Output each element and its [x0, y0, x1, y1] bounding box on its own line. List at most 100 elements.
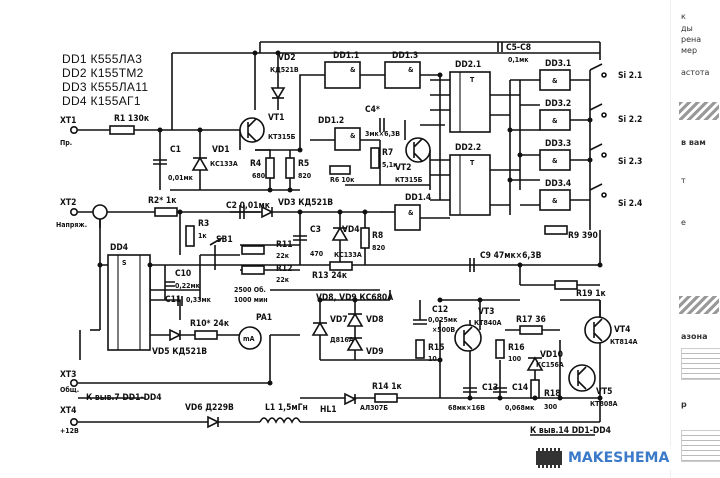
svg-text:VT5: VT5 [596, 387, 612, 397]
flipflop-dd2-2: T DD2.2 [449, 143, 491, 216]
svg-text:C2 0,01мк: C2 0,01мк [226, 201, 271, 211]
svg-text:820: 820 [298, 172, 312, 180]
svg-text:470: 470 [310, 250, 324, 258]
svg-text:КТ814А: КТ814А [610, 338, 638, 346]
svg-text:&: & [552, 157, 558, 165]
gate-dd1-3: & DD1.3 [384, 51, 421, 89]
svg-text:L1 1,5мГн: L1 1,5мГн [265, 403, 308, 413]
svg-text:22к: 22к [276, 276, 290, 284]
svg-text:HL1: HL1 [320, 405, 337, 415]
svg-text:T: T [470, 76, 475, 84]
resistor-r10: R10* 24к [190, 319, 230, 340]
svg-text:300: 300 [544, 403, 558, 411]
sidebar-thumbnail[interactable] [681, 430, 720, 462]
zener-vd9: VD9 [346, 336, 384, 357]
svg-text:68мк×16В: 68мк×16В [448, 404, 485, 412]
capacitor-c1: C1 0,01мк [153, 145, 194, 182]
sidebar-heading[interactable]: в вам [681, 138, 706, 147]
svg-text:5,1к: 5,1к [382, 161, 398, 169]
svg-text:680: 680 [252, 172, 266, 180]
svg-text:C13: C13 [482, 383, 498, 393]
svg-text:R12: R12 [276, 264, 293, 274]
switch-label: Si 2.4 [618, 199, 642, 209]
svg-text:100: 100 [508, 355, 522, 363]
svg-text:XT1: XT1 [60, 116, 76, 126]
svg-text:C10: C10 [175, 269, 191, 279]
svg-text:C5-C8: C5-C8 [506, 43, 531, 53]
svg-text:Пр.: Пр. [60, 139, 72, 147]
resistor-r14: R14 1к [372, 382, 403, 403]
capacitor-c11: C11 0,33мк [165, 295, 212, 306]
svg-text:C12: C12 [432, 305, 448, 315]
gate-dd1-1: & DD1.1 [324, 51, 361, 89]
svg-text:R10* 24к: R10* 24к [190, 319, 230, 329]
resistor-r3: R3 1к [185, 219, 209, 247]
terminal-xt4: XT4 +12В [60, 406, 79, 435]
capacitor-c3: C3 470 [293, 225, 324, 258]
gate-dd3-4: & DD3.4 [539, 179, 571, 211]
svg-text:DD3.1: DD3.1 [545, 59, 571, 69]
svg-text:&: & [408, 66, 414, 74]
svg-text:3мк×6,3В: 3мк×6,3В [365, 130, 400, 138]
svg-text:0,01мк: 0,01мк [168, 174, 194, 182]
svg-text:C14: C14 [512, 383, 528, 393]
svg-text:VD8: VD8 [366, 315, 384, 325]
resistor-r5: R5 820 [285, 157, 312, 180]
svg-text:XT3: XT3 [60, 370, 76, 380]
svg-text:0,025мк: 0,025мк [428, 316, 458, 324]
svg-text:1к: 1к [198, 232, 207, 240]
svg-text:T: T [470, 159, 475, 167]
svg-text:R9 390: R9 390 [568, 231, 598, 241]
diode-vd2: VD2 КД521В [270, 53, 299, 100]
svg-text:КД521В: КД521В [270, 66, 299, 74]
sidebar-divider [679, 102, 719, 120]
svg-text:PA1: PA1 [256, 313, 272, 323]
gate-dd1-4: & DD1.4 [394, 193, 431, 231]
svg-text:2500 Об.: 2500 Об. [234, 286, 266, 294]
chip-logo-icon [536, 448, 562, 468]
svg-text:КТ840А: КТ840А [474, 319, 502, 327]
test-point [92, 204, 108, 228]
svg-text:R5: R5 [298, 159, 309, 169]
switch-sb1: SB1 2500 Об. 1000 мин [209, 235, 268, 304]
resistor-r17: R17 36 [516, 315, 546, 335]
resistor-r7: R7 5,1к [370, 147, 398, 169]
sidebar-thumbnail[interactable] [681, 348, 720, 380]
svg-text:R3: R3 [198, 219, 209, 229]
svg-text:R6 10к: R6 10к [330, 176, 355, 184]
svg-text:&: & [552, 197, 558, 205]
sidebar-heading[interactable]: азона [681, 332, 708, 341]
svg-text:&: & [408, 209, 414, 217]
svg-text:КТ315Б: КТ315Б [395, 176, 423, 184]
bus-note-right: К выв.14 DD1-DD4 [530, 426, 611, 436]
svg-text:R4: R4 [250, 159, 261, 169]
gate-dd3-2: & DD3.2 [539, 99, 571, 131]
svg-text:XT4: XT4 [60, 406, 76, 416]
capacitor-c13: C13 68мк×16В [448, 383, 498, 412]
resistor-r6: R6 10к [329, 165, 355, 184]
svg-text:DD1.1: DD1.1 [333, 51, 359, 61]
resistor-r15: R15 10 [415, 339, 445, 363]
junction-dots [97, 50, 603, 401]
svg-text:АЛ307Б: АЛ307Б [360, 404, 388, 412]
svg-text:VD1: VD1 [212, 145, 230, 155]
zener-vd8: VD8 [346, 312, 384, 327]
capacitor-c12: C12 0,025мк ×500В [413, 305, 458, 334]
sidebar-heading[interactable]: р [681, 400, 687, 409]
svg-text:C4*: C4* [365, 105, 380, 115]
resistor-r19: R19 1к [554, 280, 607, 299]
capacitor-c4: C4* 3мк×6,3В [365, 105, 400, 138]
resistor-r1: R1 130к [109, 114, 150, 135]
capacitor-c10: C10 0,22мк [165, 269, 201, 290]
svg-text:R11: R11 [276, 240, 293, 250]
transistor-vt3: VT3 КТ840А [454, 307, 502, 352]
svg-text:VT4: VT4 [614, 325, 630, 335]
watermark-text: MAKESHEMA [568, 450, 670, 466]
svg-text:КТ808А: КТ808А [590, 400, 618, 408]
svg-text:VD10: VD10 [540, 350, 563, 360]
zener-vd7: VD7 Д816А [311, 315, 354, 344]
wiring [78, 41, 601, 436]
svg-text:R19 1к: R19 1к [576, 289, 607, 299]
transistor-vt2: VT2 КТ315Б [395, 137, 431, 184]
svg-text:R17 36: R17 36 [516, 315, 546, 325]
